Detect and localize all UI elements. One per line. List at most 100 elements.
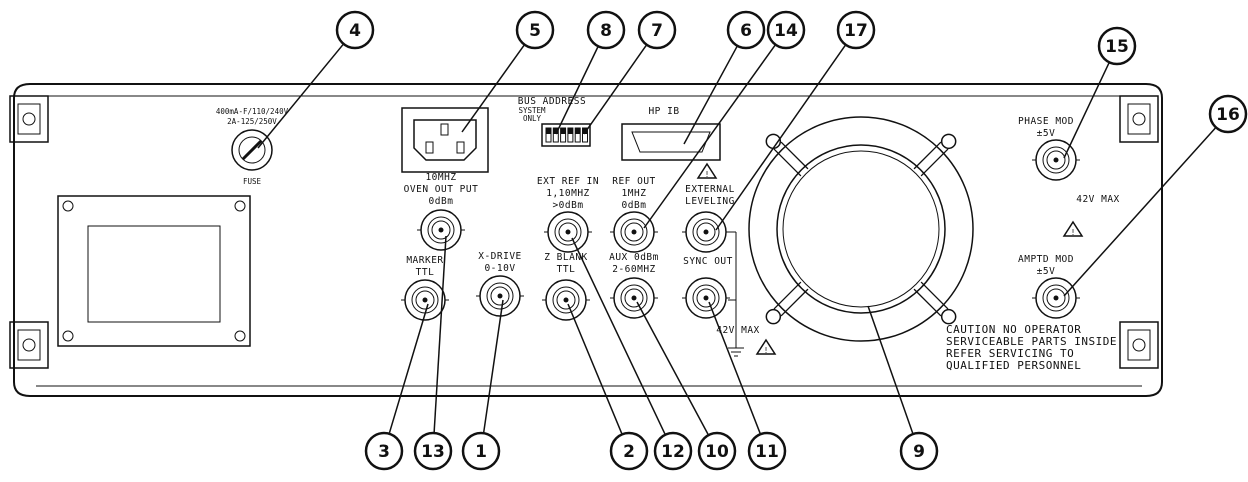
warning-triangle-bottom: ! [755,338,777,355]
extref-label-1: EXT REF IN [537,176,599,187]
callout-3: 3 [364,431,404,471]
callout-12: 12 [653,431,693,471]
callout-17: 17 [836,10,876,50]
aux-label-1: AUX 0dBm [609,252,659,263]
refout-label-2: 1MHZ [622,188,647,199]
bnc-aux [610,277,658,319]
handle-bottom-right [1119,321,1159,369]
marker-label-1: MARKER [406,255,443,266]
callout-number: 15 [1105,37,1129,57]
callout-number: 5 [529,21,541,41]
callout-1: 1 [461,431,501,471]
extlev-label-2: LEVELING [685,196,735,207]
fan-mount-hole [765,308,782,325]
ampl-label-1: AMPTD MOD [1018,254,1074,265]
leader-c2 [567,303,623,434]
callout-number: 12 [661,442,685,462]
callout-13: 13 [413,431,453,471]
caution-line-2: SERVICEABLE PARTS INSIDE [946,335,1117,348]
max-label-2: 42V MAX [1076,194,1120,205]
connector-labels: 10MHZ OVEN OUT PUT 0dBm MARKER TTL X-DRI… [404,116,1120,336]
oven-label-2: OVEN OUT PUT [404,184,479,195]
callout-number: 3 [378,442,390,462]
fan-strut [780,141,809,170]
fuse-label: FUSE [243,177,262,186]
leader-c16 [1063,127,1216,297]
fuse-rating-2: 2A-125/250V [227,117,277,126]
leader-c15 [1063,62,1110,159]
callout-number: 6 [740,21,752,41]
caution-line-1: CAUTION NO OPERATOR [946,323,1081,336]
dip-switch-lever [546,128,551,134]
dip-switch-lever [553,128,559,134]
bnc-sync-out [682,277,730,319]
ground-symbol [728,231,744,357]
callout-10: 10 [697,431,737,471]
warning-triangle-right: ! [1062,220,1084,237]
leader-c9 [867,305,914,434]
handle-top-left [9,95,49,143]
panel-frame [13,83,1163,397]
leader-c11 [708,301,761,434]
fuse-holder: 400mA-F/110/240V 2A-125/250V FUSE [216,107,289,186]
callout-number: 13 [421,442,445,462]
cover-plate [57,195,251,347]
leader-c6 [683,46,738,145]
svg-text:!: ! [705,170,710,179]
bus-switch-sub-1: SYSTEM [518,106,546,115]
bnc-ext-ref-in [544,211,592,253]
leader-c7 [583,45,647,135]
bnc-z-blank [542,279,590,321]
phase-label-1: PHASE MOD [1018,116,1074,127]
bnc-x-drive [476,275,524,317]
callout-number: 7 [651,21,663,41]
leader-c1 [482,299,504,433]
leader-c3 [388,303,429,434]
callout-9: 9 [899,431,939,471]
ampl-label-2: ±5V [1037,266,1056,277]
callout-number: 8 [600,21,612,41]
callout-7: 7 [637,10,677,50]
bnc-connectors [401,139,1080,321]
hpib-label: HP IB [648,106,679,117]
caution-text: CAUTION NO OPERATOR SERVICEABLE PARTS IN… [946,323,1117,372]
callout-14: 14 [766,10,806,50]
bnc-amptd-mod [1032,277,1080,319]
leader-lines [257,44,1216,435]
callout-number: 16 [1216,105,1240,125]
sync-label: SYNC OUT [683,256,733,267]
leader-c10 [636,301,709,435]
marker-label-2: TTL [416,267,435,278]
callout-number: 17 [844,21,868,41]
callout-4: 4 [335,10,375,50]
dip-switch-lever [582,128,588,134]
xdrive-label-2: 0-10V [484,263,515,274]
callout-number: 9 [913,442,925,462]
fan-strut [913,288,942,317]
callout-number: 4 [349,21,361,41]
fan-grille [748,116,974,342]
blank-label-1: Z BLANK [544,252,588,263]
callout-11: 11 [747,431,787,471]
fan-strut [773,281,802,310]
fan-mount-hole [940,133,957,150]
extlev-label-1: EXTERNAL [685,184,735,195]
caution-line-3: REFER SERVICING TO [946,347,1074,360]
bus-address-label: BUS ADDRESS [518,96,586,107]
max-label-1: 42V MAX [716,325,760,336]
refout-label-1: REF OUT [612,176,656,187]
warning-triangle-top: ! [696,162,718,179]
bnc-external-leveling [682,211,730,253]
xdrive-label-1: X-DRIVE [478,251,522,262]
bnc-ref-out [610,211,658,253]
callout-5: 5 [515,10,555,50]
callout-number: 10 [705,442,729,462]
handle-top-right [1119,95,1159,143]
dip-switch-lever [567,128,573,134]
power-inlet [401,107,489,173]
fuse-rating-1: 400mA-F/110/240V [216,107,289,116]
leader-c5 [461,45,525,133]
